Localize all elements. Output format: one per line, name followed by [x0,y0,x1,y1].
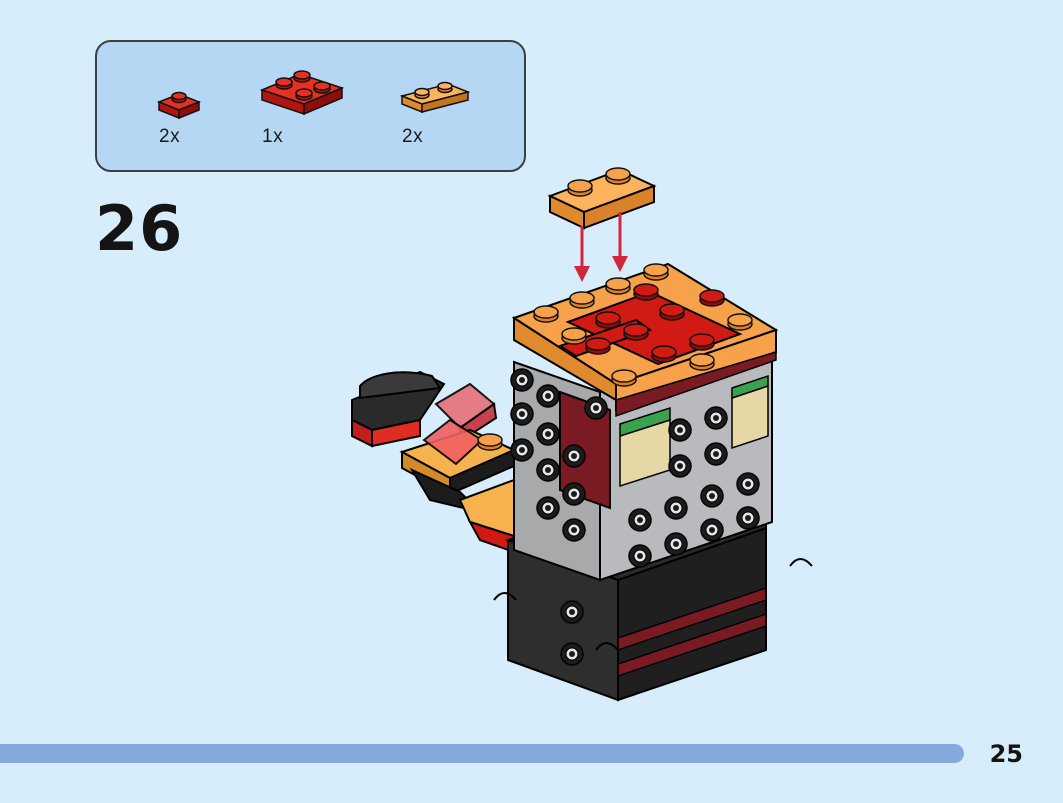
progress-bar [0,744,964,763]
step-number: 26 [95,192,184,265]
new-orange-plate [547,167,657,230]
parts-callout: 2x 1x 2x [95,40,526,172]
part-red-2x2-plate: 1x [260,68,350,148]
red-2x2-plate-icon [260,70,345,116]
top-plates [511,262,779,418]
red-1x1-plate-icon [156,91,202,120]
head-block [510,334,773,582]
placement-arrows [574,212,628,282]
orange-1x2-plate-icon [400,81,471,114]
part-quantity: 2x [159,126,181,147]
part-quantity: 1x [262,126,284,147]
page-number: 25 [989,740,1023,768]
part-orange-1x2-plate: 2x [400,78,480,148]
part-quantity: 2x [402,126,424,147]
part-red-1x1-plate: 2x [155,86,215,147]
side-attachment [351,370,517,554]
